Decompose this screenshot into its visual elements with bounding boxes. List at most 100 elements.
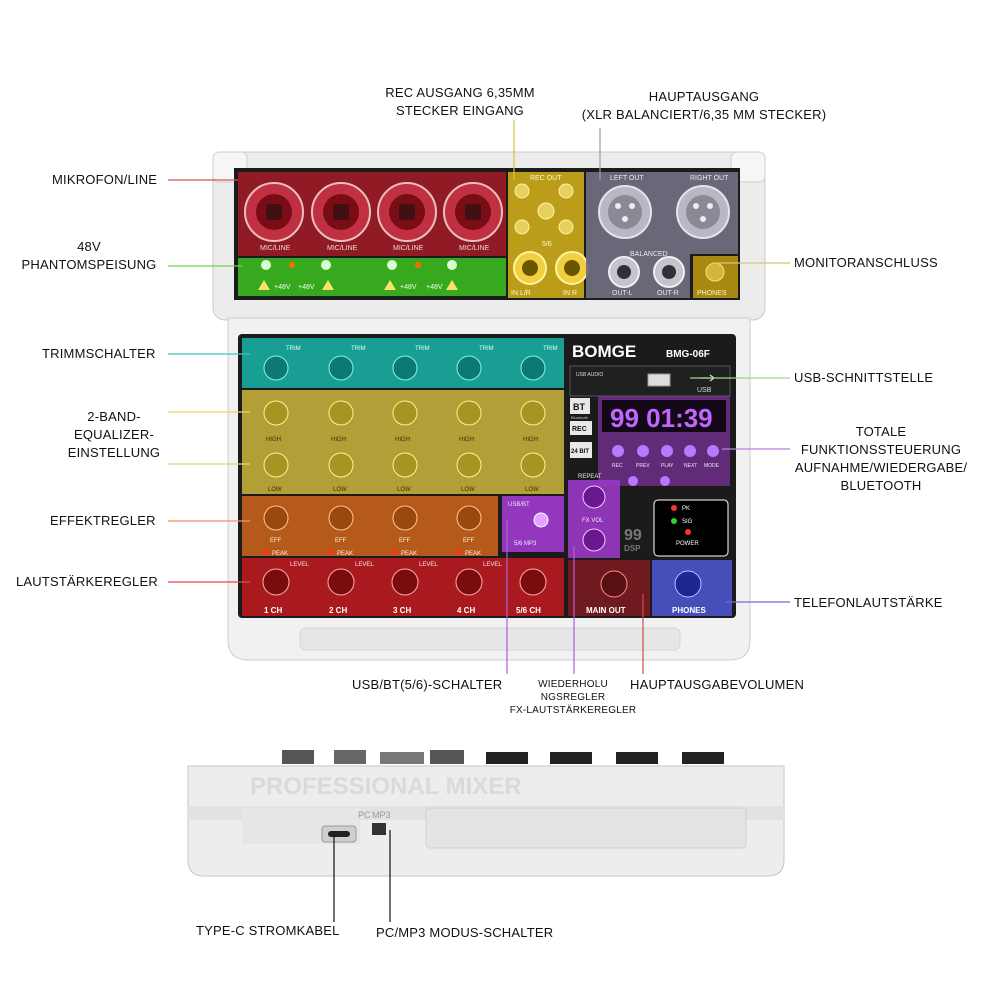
headphone-jack [705, 262, 725, 282]
phantom-label-1: +48V [274, 284, 291, 291]
out-r-label: OUT-R [657, 290, 679, 297]
balanced-label: BALANCED [630, 251, 668, 258]
button-label-next: NEXT [684, 463, 697, 469]
button-label-mode: MODE [704, 463, 720, 469]
fx-vol-label: FX VOL [582, 518, 604, 524]
level-label-3: LEVEL [419, 562, 438, 568]
phantom-zone [238, 258, 506, 296]
callout-function-line-3: AUFNAHME/WIEDERGABE/ [794, 460, 968, 475]
callout-volume: LAUTSTÄRKEREGLER [16, 574, 158, 589]
next-button[interactable] [684, 445, 696, 457]
callout-rec-out-line-2: STECKER EINGANG [396, 103, 524, 118]
callout-eq-line-2: EQUALIZER- [73, 427, 154, 442]
peak-label-4: PEAK [465, 551, 481, 557]
fx-vol-knob[interactable] [582, 528, 606, 552]
mp3-switch-label: MP3 [372, 810, 391, 820]
trim-label-2: TRIM [351, 346, 366, 352]
pk-label: PK [682, 506, 690, 512]
usb-bt-switch[interactable] [533, 512, 549, 528]
phantom-switches [258, 260, 458, 290]
callout-main-volume: HAUPTAUSGABEVOLUMEN [630, 677, 805, 692]
trim-knobs [263, 355, 546, 381]
peak-label-1: PEAK [272, 551, 288, 557]
callout-eq-line-3: EINSTELLUNG [67, 445, 161, 460]
quarter-inch-output-jacks [608, 256, 685, 288]
callout-main-out-line-1: HAUPTAUSGANG [648, 89, 760, 104]
callout-trim: TRIMMSCHALTER [42, 346, 156, 361]
rec-button[interactable] [612, 445, 624, 457]
rec-out-label: REC OUT [530, 175, 562, 182]
callout-effect: EFFEKTREGLER [50, 513, 156, 528]
repeat-knob[interactable] [582, 485, 606, 509]
callout-usb-bt-switch: USB/BT(5/6)-SCHALTER [352, 677, 503, 692]
trim-label-5: TRIM [543, 346, 558, 352]
callout-phones-volume: TELEFONLAUTSTÄRKE [794, 595, 943, 610]
dsp-number: 99 [624, 527, 642, 544]
prev-button[interactable] [637, 445, 649, 457]
callout-function-line-2: FUNKTIONSSTEUERUNG [800, 442, 962, 457]
out-l-label: OUT-L [612, 290, 633, 297]
usb-label: USB [697, 387, 712, 394]
pc-mp3-switch[interactable] [372, 823, 386, 835]
callout-eq: 2-BAND- EQUALIZER- EINSTELLUNG [44, 408, 184, 462]
in-lr-label: IN L/R [511, 290, 531, 297]
mode-button[interactable] [707, 445, 719, 457]
high-label-5: HIGH [523, 437, 538, 443]
repeat-label: REPEAT [578, 474, 602, 480]
high-label-2: HIGH [331, 437, 346, 443]
sig-label: SIG [682, 519, 693, 525]
callout-repeat: WIEDERHOLU NGSREGLER FX-LAUTSTÄRKEREGLER [508, 678, 638, 717]
channel-label-3: 3 CH [393, 606, 411, 615]
callout-usb-port: USB-SCHNITTSTELLE [794, 370, 934, 385]
channel-label-4: 4 CH [457, 606, 475, 615]
usb-bt-label: USB/BT [508, 502, 530, 508]
model-name: BMG-06F [666, 349, 710, 360]
trim-label-4: TRIM [479, 346, 494, 352]
bit-badge: 24 BIT [571, 449, 589, 455]
xlr-output-jacks [598, 185, 730, 239]
callout-eq-line-1: 2-BAND- [87, 409, 141, 424]
right-out-label: RIGHT OUT [690, 175, 729, 182]
main-out-knob[interactable] [600, 570, 628, 598]
mic-line-label-2: MIC/LINE [327, 245, 358, 252]
mic-line-label-1: MIC/LINE [260, 245, 291, 252]
xlr-combo-jacks [244, 182, 503, 242]
transport-buttons [612, 445, 719, 457]
left-out-label: LEFT OUT [610, 175, 644, 182]
dsp-up-button[interactable] [628, 476, 638, 486]
eff-label-1: EFF [270, 538, 282, 544]
phones-jack-label: PHONES [697, 290, 727, 297]
callout-main-out-line-2: (XLR BALANCIERT/6,35 MM STECKER) [581, 107, 827, 122]
status-box [653, 499, 729, 557]
bt-badge: BT [573, 402, 585, 412]
high-label-1: HIGH [266, 437, 281, 443]
low-label-4: LOW [461, 487, 475, 493]
high-label-4: HIGH [459, 437, 474, 443]
callout-mic-line: MIKROFON/LINE [52, 172, 158, 187]
eq-high-knobs [263, 400, 546, 426]
side-text: PROFESSIONAL MIXER [250, 773, 522, 800]
eff-label-2: EFF [335, 538, 347, 544]
callout-function-line-4: BLUETOOTH [840, 478, 922, 493]
callout-rec-out: REC AUSGANG 6,35MM STECKER EINGANG [368, 84, 552, 120]
high-label-3: HIGH [395, 437, 410, 443]
phones-knob[interactable] [674, 570, 702, 598]
phones-out-label: PHONES [672, 606, 706, 615]
callout-repeat-line-1: WIEDERHOLU [538, 679, 608, 690]
dsp-down-button[interactable] [660, 476, 670, 486]
button-label-play: PLAY [661, 463, 674, 469]
button-label-prev: PREV [636, 463, 650, 469]
phantom-label-4: +48V [426, 284, 443, 291]
callout-rec-out-line-1: REC AUSGANG 6,35MM [385, 85, 535, 100]
channel-label-1: 1 CH [264, 606, 282, 615]
pc-label: PC [358, 810, 371, 820]
peak-label-2: PEAK [337, 551, 353, 557]
callout-typec: TYPE-C STROMKABEL [196, 923, 340, 938]
ch56-jack-label: 5/6 [542, 241, 552, 248]
usb-audio-label: USB AUDIO [576, 372, 603, 378]
callout-pc-mp3: PC/MP3 MODUS-SCHALTER [376, 925, 554, 940]
play-button[interactable] [661, 445, 673, 457]
usb-port[interactable] [647, 373, 671, 387]
dsp-label: DSP [624, 544, 641, 553]
